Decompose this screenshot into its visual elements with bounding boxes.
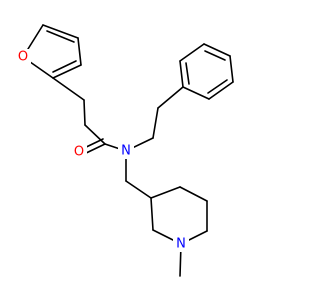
bond-furan-to-chain bbox=[52, 77, 85, 101]
furan-oxygen-label: O bbox=[18, 50, 28, 65]
bond-chain-c2-carbonyl bbox=[84, 124, 106, 145]
label-bg-piperidine-nitrogen bbox=[173, 236, 189, 252]
bond-pip-c2-c3 bbox=[150, 197, 154, 231]
bond-phenyl-2 bbox=[179, 43, 205, 62]
bond-ch2-ch2 bbox=[152, 107, 159, 139]
carbonyl-oxygen-label: O bbox=[74, 145, 84, 160]
bond-ch2-phenyl bbox=[157, 86, 184, 109]
bond-pip-c4-c5 bbox=[179, 186, 208, 202]
label-bg-amide-nitrogen bbox=[118, 143, 134, 159]
bond-phenyl-5 bbox=[208, 81, 234, 100]
bond-chain-c1-c2 bbox=[83, 99, 86, 126]
bond-pip-c3-c4 bbox=[150, 186, 181, 199]
bond-phenyl-3-double bbox=[204, 50, 226, 61]
label-bg-carbonyl-oxygen bbox=[71, 144, 87, 160]
bond-phenyl-4 bbox=[229, 55, 234, 83]
bond-furan-c3-c4 bbox=[77, 37, 82, 66]
bond-phenyl-1 bbox=[179, 60, 184, 88]
bonds bbox=[22, 24, 234, 277]
label-bg-furan-oxygen bbox=[15, 49, 31, 65]
bond-furan-c4-c5 bbox=[52, 64, 82, 79]
bond-furan-c2-c3-double bbox=[46, 30, 75, 43]
bond-furan-c4-c5-double bbox=[52, 60, 77, 73]
piperidine-nitrogen-label: N bbox=[176, 237, 186, 252]
bond-furan-c2-c3 bbox=[42, 24, 79, 39]
molecule-structure: O O N N bbox=[15, 24, 234, 277]
bond-phenyl-3 bbox=[203, 43, 231, 57]
bond-phenyl-1-double bbox=[185, 62, 190, 85]
amide-nitrogen-label: N bbox=[121, 144, 131, 159]
bond-phenyl-6 bbox=[182, 86, 210, 100]
bond-ch2-piperidine-c3 bbox=[125, 180, 152, 199]
bond-phenyl-5-double bbox=[207, 79, 228, 94]
atom-labels: O O N N bbox=[15, 49, 189, 252]
